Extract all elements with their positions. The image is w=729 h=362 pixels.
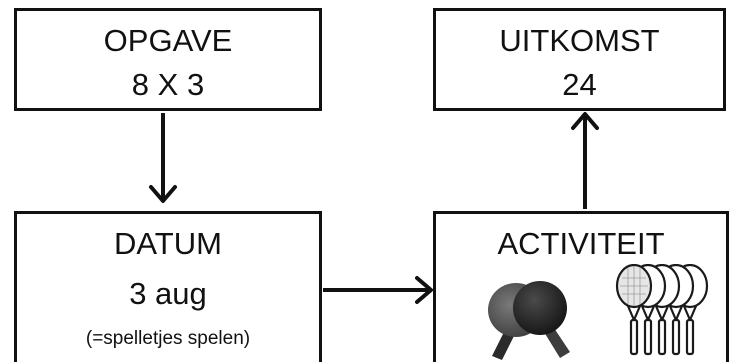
datum-box: DATUM 3 aug (=spelletjes spelen) — [14, 211, 322, 362]
datum-note: (=spelletjes spelen) — [85, 328, 251, 349]
tennis-rackets-icon — [614, 263, 714, 362]
uitkomst-box: UITKOMST 24 — [433, 8, 726, 111]
arrowhead-up — [571, 112, 599, 130]
datum-title: DATUM — [114, 226, 222, 261]
activiteit-box: ACTIVITEIT — [433, 211, 729, 362]
opgave-value: 8 X 3 — [131, 67, 205, 102]
arrowhead-right — [415, 276, 433, 304]
ping-pong-paddles-icon — [482, 274, 578, 362]
datum-value: 3 aug — [129, 276, 207, 311]
opgave-title: OPGAVE — [103, 23, 233, 58]
opgave-box: OPGAVE 8 X 3 — [14, 8, 322, 111]
arrowhead-down — [149, 185, 177, 203]
uitkomst-title: UITKOMST — [499, 23, 660, 58]
uitkomst-value: 24 — [562, 67, 597, 102]
activiteit-title: ACTIVITEIT — [497, 226, 665, 261]
